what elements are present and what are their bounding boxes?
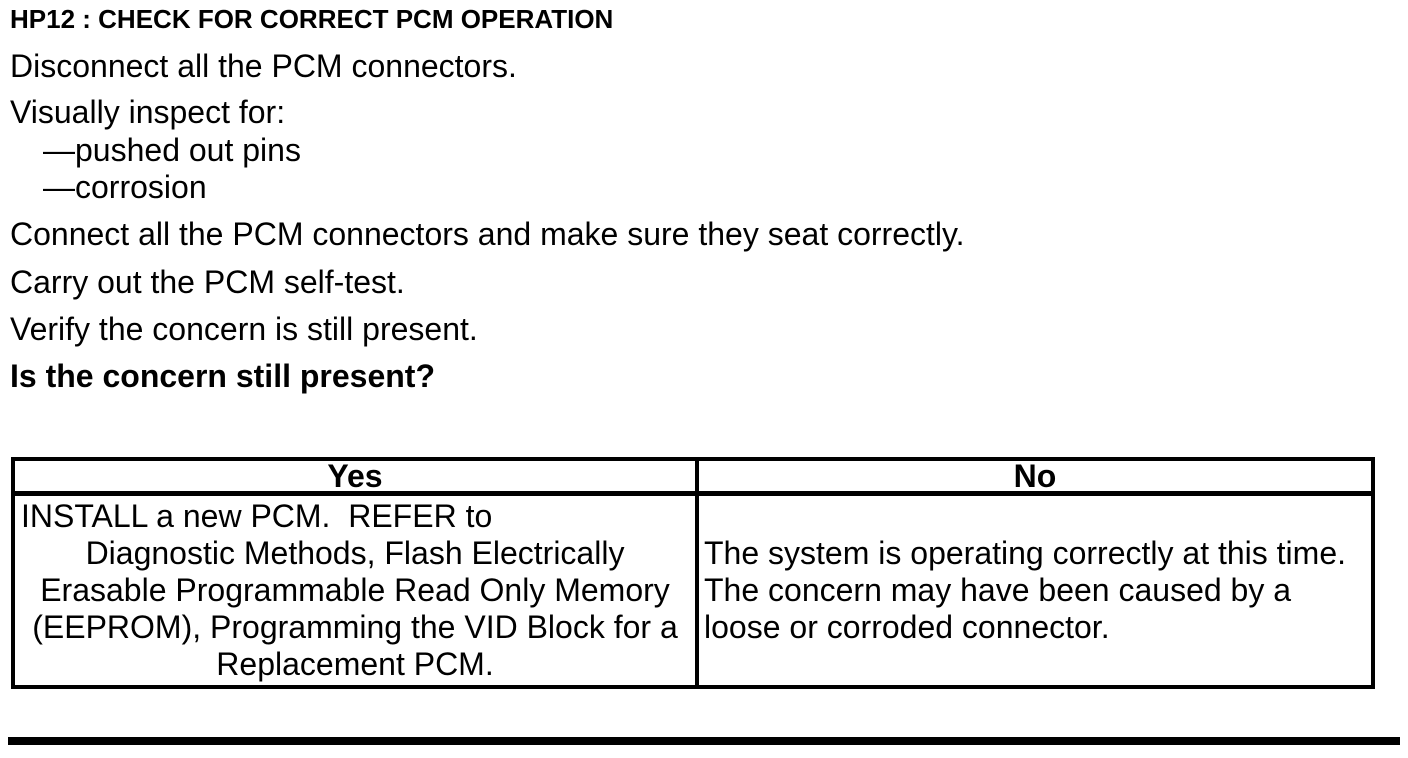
yes-no-decision-table: Yes No INSTALL a new PCM. REFER to Diagn…: [11, 457, 1375, 689]
no-action-line: loose or corroded connector.: [704, 609, 1110, 645]
instruction-line: Disconnect all the PCM connectors.: [10, 48, 517, 84]
yes-action-cell: INSTALL a new PCM. REFER to Diagnostic M…: [15, 496, 699, 685]
yes-action-line: Diagnostic Methods, Flash Electrically: [85, 535, 625, 571]
no-action-line: The concern may have been caused by a: [704, 572, 1292, 608]
page-bottom-divider: [8, 737, 1400, 745]
yes-column-header: Yes: [15, 460, 699, 496]
no-column-header: No: [699, 460, 1371, 496]
yes-action-line: Replacement PCM.: [216, 646, 494, 682]
no-action-cell: The system is operating correctly at thi…: [699, 496, 1371, 685]
instruction-line: Verify the concern is still present.: [10, 311, 478, 347]
instruction-line: Connect all the PCM connectors and make …: [10, 216, 965, 252]
yes-action-line: Erasable Programmable Read Only Memory: [40, 572, 670, 608]
instruction-list-item: —corrosion: [43, 169, 207, 205]
yes-action-line: INSTALL a new PCM. REFER to: [21, 498, 493, 534]
procedure-title: HP12 : CHECK FOR CORRECT PCM OPERATION: [10, 4, 614, 34]
instruction-line: Carry out the PCM self-test.: [10, 264, 405, 300]
no-action-line: The system is operating correctly at thi…: [704, 535, 1346, 571]
yes-action-line: (EEPROM), Programming the VID Block for …: [32, 609, 678, 645]
decision-question: Is the concern still present?: [10, 358, 435, 394]
instruction-line: Visually inspect for:: [10, 94, 286, 130]
instruction-list-item: —pushed out pins: [43, 132, 301, 168]
